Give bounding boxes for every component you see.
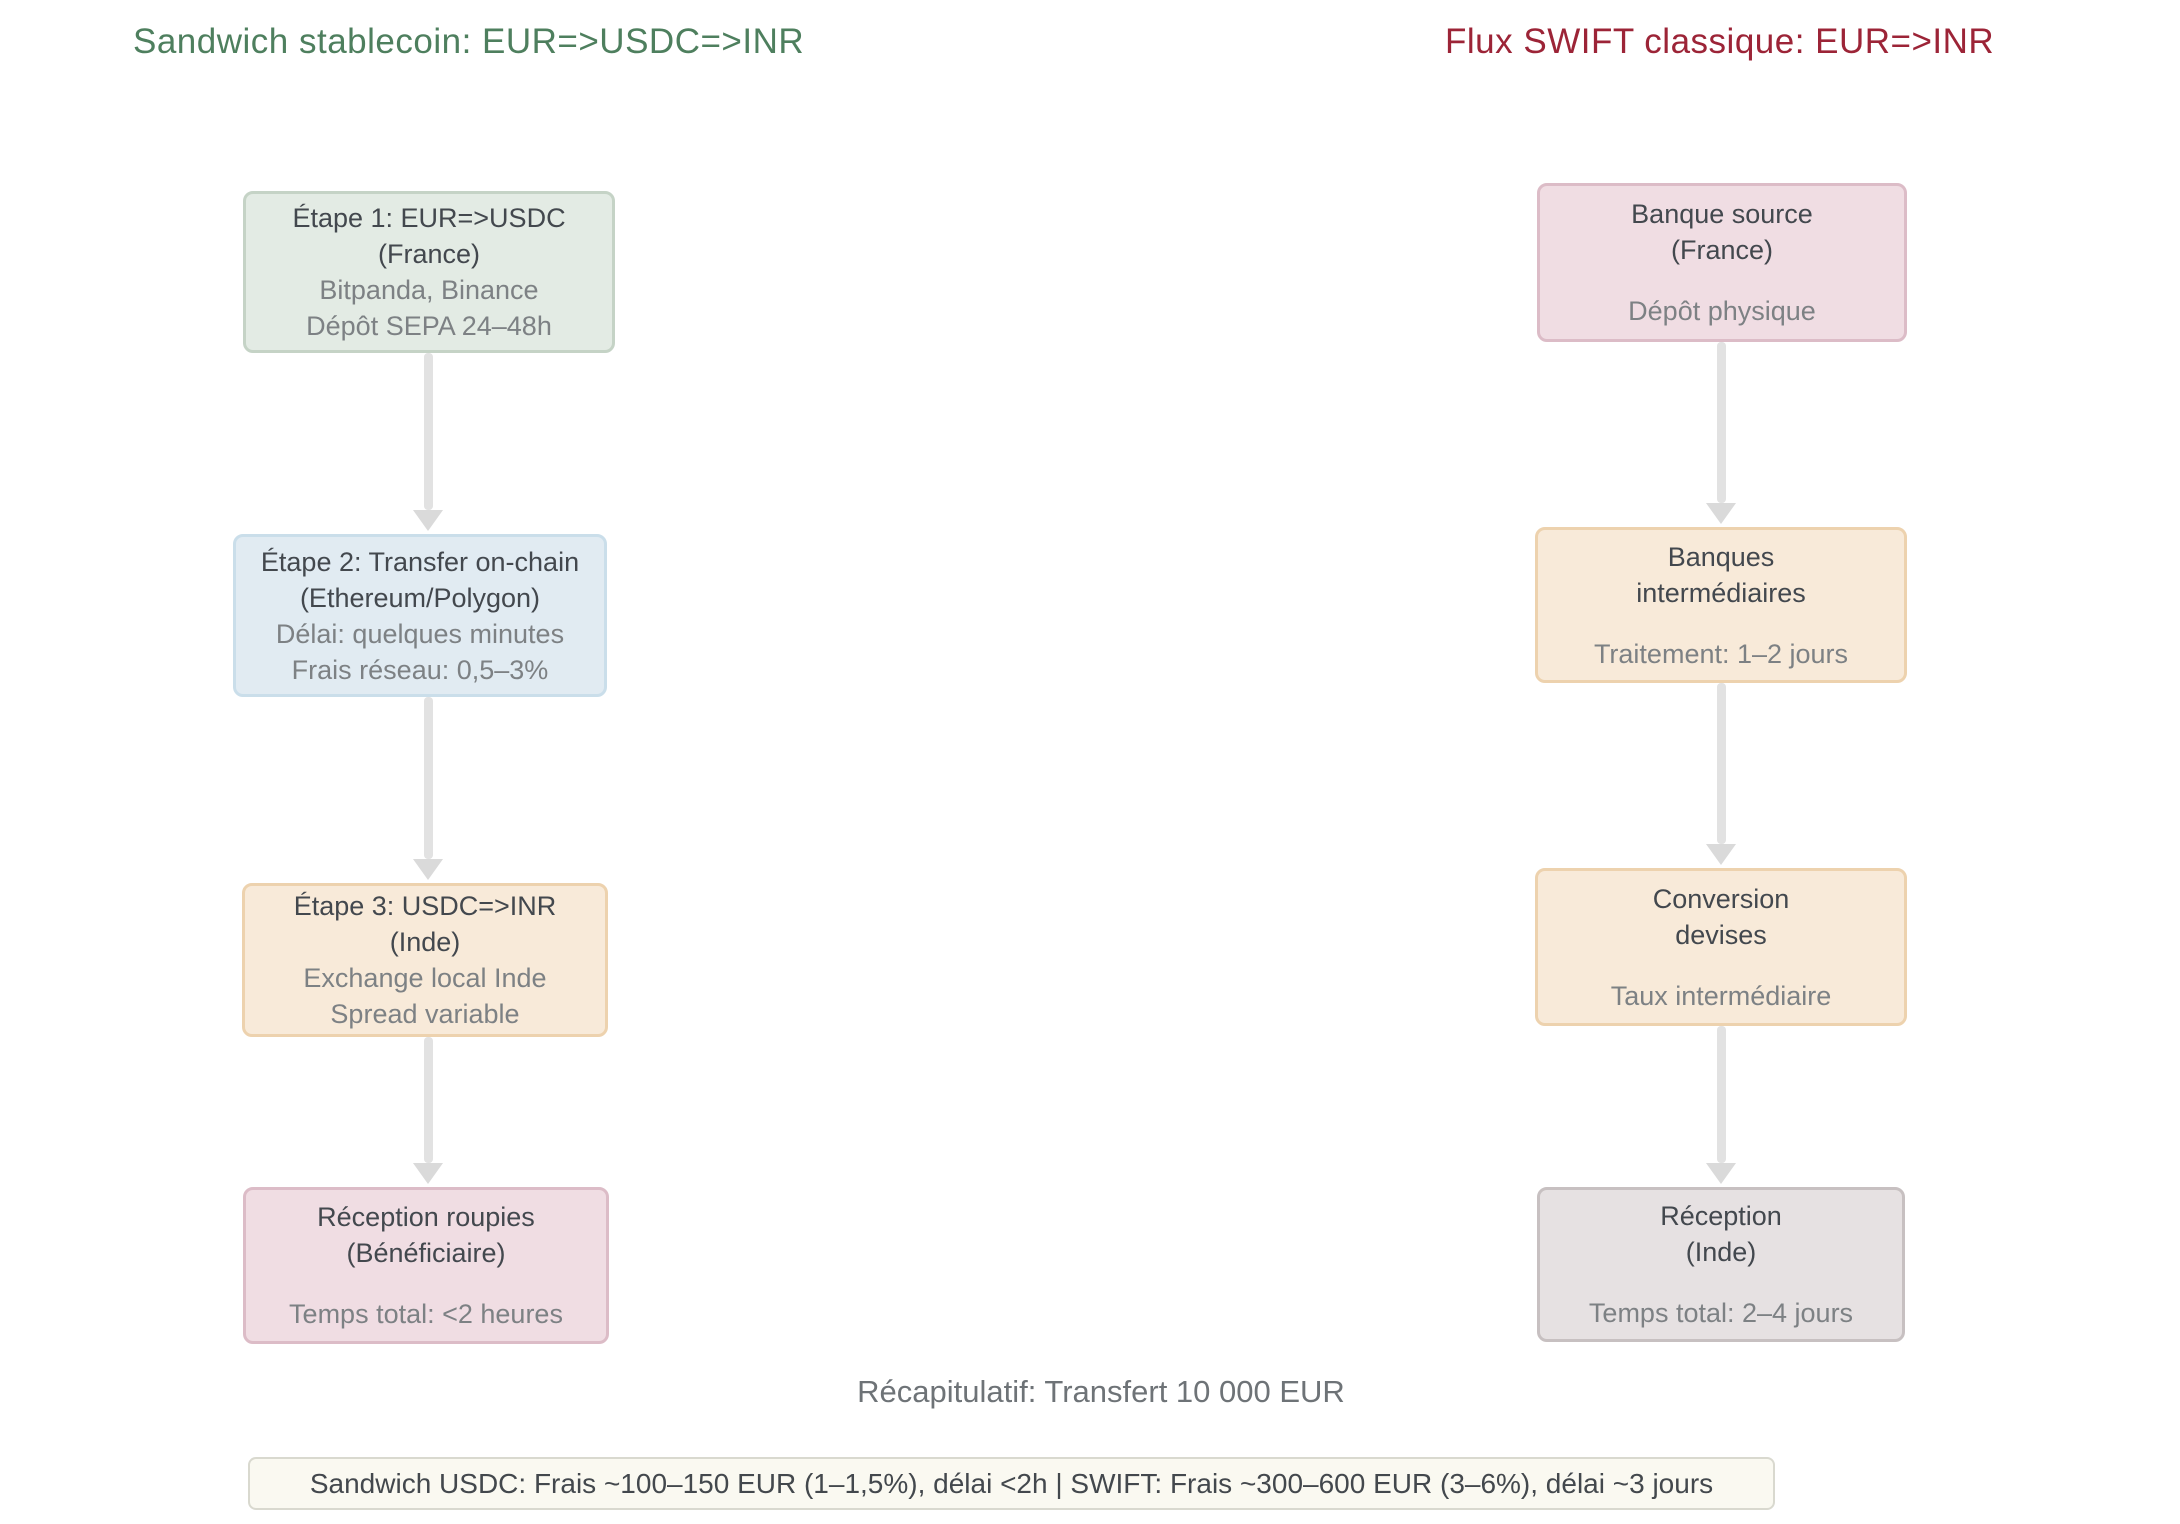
node-banques-intermediaires: Banques intermédiaires Traitement: 1–2 j… bbox=[1535, 527, 1907, 683]
node-title: Banque source (France) bbox=[1631, 199, 1813, 265]
arrow-line bbox=[423, 697, 433, 859]
node-title: Conversion devises bbox=[1652, 883, 1790, 950]
arrow-line bbox=[1716, 342, 1726, 503]
arrow-down-icon bbox=[1706, 503, 1736, 524]
node-banque-source: Banque source (France) Dépôt physique bbox=[1537, 183, 1907, 342]
node-etape-3-usdc-inr: Étape 3: USDC=>INR (Inde) Exchange local… bbox=[242, 883, 608, 1037]
node-subtitle: Bitpanda, Binance Dépôt SEPA 24–48h bbox=[306, 275, 552, 341]
node-subtitle: Exchange local Inde Spread variable bbox=[303, 963, 547, 1029]
arrow-down-icon bbox=[413, 859, 443, 880]
arrow-line bbox=[1716, 683, 1726, 844]
arrow-down-icon bbox=[413, 510, 443, 531]
node-subtitle: Traitement: 1–2 jours bbox=[1593, 638, 1849, 669]
flow-arrow-right-3 bbox=[1706, 1026, 1736, 1184]
node-subtitle: Taux intermédiaire bbox=[1610, 980, 1832, 1011]
node-title: Étape 1: EUR=>USDC (France) bbox=[292, 203, 566, 269]
left-flow-title: Sandwich stablecoin: EUR=>USDC=>INR bbox=[133, 22, 805, 61]
node-subtitle: Temps total: 2–4 jours bbox=[1588, 1298, 1854, 1328]
arrow-down-icon bbox=[413, 1163, 443, 1184]
summary-note: Sandwich USDC: Frais ~100–150 EUR (1–1,5… bbox=[248, 1457, 1775, 1510]
flow-arrow-left-2 bbox=[413, 697, 443, 880]
flow-arrow-left-3 bbox=[413, 1037, 443, 1184]
node-subtitle: Temps total: <2 heures bbox=[289, 1299, 563, 1329]
node-subtitle: Dépôt physique bbox=[1628, 296, 1816, 326]
node-title: Banques intermédiaires bbox=[1636, 541, 1806, 608]
node-reception-roupies: Réception roupies (Bénéficiaire) Temps t… bbox=[243, 1187, 609, 1344]
flow-arrow-right-2 bbox=[1706, 683, 1736, 865]
node-subtitle: Délai: quelques minutes Frais réseau: 0,… bbox=[275, 618, 565, 685]
recap-text: Récapitulatif: Transfert 10 000 EUR bbox=[857, 1374, 1345, 1409]
node-title: Étape 2: Transfer on-chain (Ethereum/Pol… bbox=[260, 546, 580, 613]
arrow-down-icon bbox=[1706, 844, 1736, 865]
flow-arrow-right-1 bbox=[1706, 342, 1736, 524]
node-title: Étape 3: USDC=>INR (Inde) bbox=[293, 891, 557, 957]
summary-text: Sandwich USDC: Frais ~100–150 EUR (1–1,5… bbox=[309, 1467, 1714, 1499]
node-title: Réception (Inde) bbox=[1660, 1201, 1782, 1267]
arrow-down-icon bbox=[1706, 1163, 1736, 1184]
arrow-line bbox=[1716, 1026, 1726, 1163]
arrow-line bbox=[423, 1037, 433, 1163]
flow-arrow-left-1 bbox=[413, 353, 443, 531]
node-reception-inde: Réception (Inde) Temps total: 2–4 jours bbox=[1537, 1187, 1905, 1342]
node-title: Réception roupies (Bénéficiaire) bbox=[317, 1202, 535, 1268]
right-flow-title: Flux SWIFT classique: EUR=>INR bbox=[1445, 22, 1995, 61]
node-conversion-devises: Conversion devises Taux intermédiaire bbox=[1535, 868, 1907, 1026]
arrow-line bbox=[423, 353, 433, 510]
node-etape-2-transfer-on-chain: Étape 2: Transfer on-chain (Ethereum/Pol… bbox=[233, 534, 607, 697]
node-etape-1-eur-usdc: Étape 1: EUR=>USDC (France) Bitpanda, Bi… bbox=[243, 191, 615, 353]
